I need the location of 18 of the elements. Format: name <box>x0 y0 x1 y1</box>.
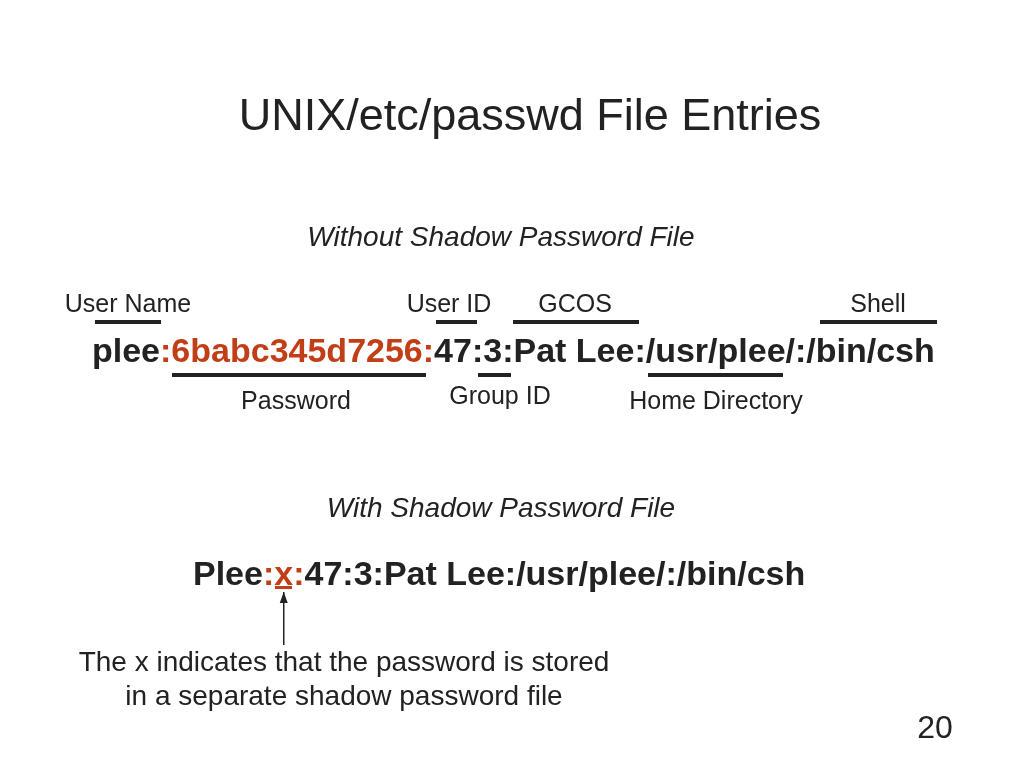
field-label: Shell <box>850 291 906 316</box>
passwd-entry-text: Plee <box>193 554 263 592</box>
passwd-entry-text: 47:3:Pat Lee:/usr/plee/:/bin/csh <box>304 554 806 592</box>
arrow <box>279 591 288 646</box>
field-label: Home Directory <box>629 388 803 413</box>
passwd-entry-text: plee <box>92 331 161 369</box>
passwd-entry-text: 47:3:Pat Lee:/usr/plee/:/bin/csh <box>434 331 935 369</box>
page-number: 20 <box>917 711 953 743</box>
password-hash-text: :6babc345d7256: <box>160 331 435 369</box>
field-label: User ID <box>406 291 492 316</box>
slide-title: UNIX/etc/passwd File Entries <box>238 92 822 137</box>
section-heading: With Shadow Password File <box>326 494 676 522</box>
field-label: Group ID <box>449 383 551 408</box>
field-label: Password <box>241 388 351 413</box>
section-heading: Without Shadow Password File <box>307 223 695 251</box>
note-text: The x indicates that the password is stored in a separate shadow password file <box>68 645 620 713</box>
field-label: User Name <box>64 291 192 316</box>
field-label: GCOS <box>538 291 612 316</box>
